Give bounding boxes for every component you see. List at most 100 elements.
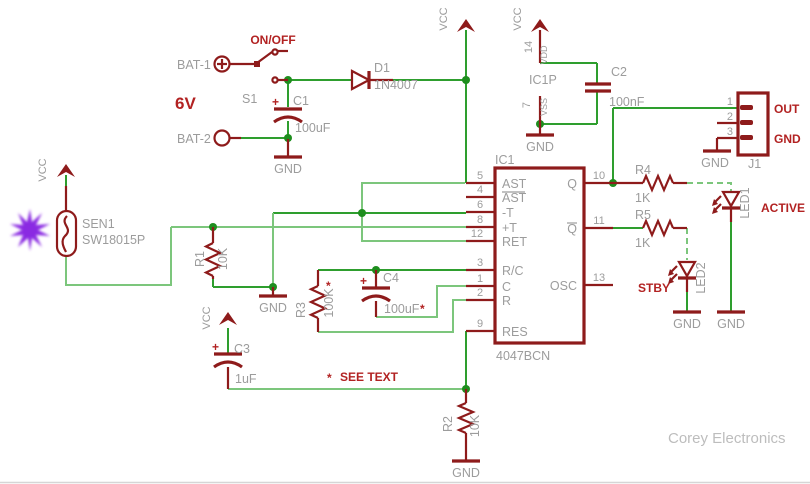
r3-value: 100K [322, 288, 336, 318]
note-asterisk: * [327, 371, 332, 385]
gnd-label: GND [452, 466, 480, 480]
ic1-part: 4047BCN [496, 349, 550, 363]
resistor-r1: R1 10K [193, 227, 230, 279]
battery-bat1: BAT-1 [177, 55, 254, 73]
note-text: SEE TEXT [340, 370, 399, 384]
j1-pin3-number: 3 [727, 126, 733, 138]
c1-ref: C1 [293, 94, 309, 108]
battery-bat2: BAT-2 [177, 129, 241, 147]
r5-value: 1K [635, 236, 651, 250]
diode-d1: D1 1N4007 [350, 61, 418, 92]
vcc-label: VCC [201, 306, 213, 329]
ic1-pin-name-c: C [502, 280, 511, 294]
ic1-pin-name-qbar: Q [567, 222, 577, 236]
ic1-pin-name-ret: RET [502, 235, 527, 249]
r3-ref: R3 [294, 302, 308, 318]
switch-pivot [254, 61, 260, 67]
ic1-pin-number: 8 [477, 214, 483, 226]
ic1-pin-number: 2 [477, 287, 483, 299]
ic1-pin-number: 1 [477, 273, 483, 285]
ic1-pin-name-rc: R/C [502, 264, 524, 278]
ic1-ref: IC1 [495, 153, 515, 167]
j1-ref: J1 [748, 157, 761, 171]
ic1p-vss: VSS [539, 98, 549, 116]
r2-value: 10K [468, 414, 482, 437]
gnd-label: GND [259, 301, 287, 315]
c2-ref: C2 [611, 65, 627, 79]
gnd-label: GND [701, 156, 729, 170]
ic1-pin-number: 11 [593, 215, 604, 227]
bat2-label: BAT-2 [177, 132, 211, 146]
led1-ref: LED1 [738, 187, 752, 218]
connector-j1: 1 2 3 OUT GND GND J1 [701, 91, 801, 171]
ic1p-pin14: 14 [523, 41, 535, 53]
ic1-pin-number: 6 [477, 199, 483, 211]
ic1-pin-name-plust: +T [502, 221, 517, 235]
vcc-symbol-ic1p: VCC [512, 7, 549, 32]
ic1p-ref: IC1P [529, 73, 557, 87]
vcc-label: VCC [438, 7, 450, 30]
credit-text: Corey Electronics [668, 430, 786, 447]
sensor-sen1: SEN1 SW18015P [10, 209, 145, 258]
c3-plus: + [212, 340, 219, 354]
net-wires [65, 30, 738, 390]
switch-s1: ON/OFF S1 [242, 33, 296, 106]
j1-gnd-label: GND [774, 132, 801, 146]
led1-active-label: ACTIVE [761, 201, 805, 215]
r1-value: 10K [216, 247, 230, 270]
sensor-body [55, 209, 78, 258]
ic1-pin-name-osc: OSC [550, 279, 577, 293]
vcc-label: VCC [512, 7, 524, 30]
c4-ref: C4 [383, 271, 399, 285]
capacitor-c1: + C1 100uF [272, 94, 331, 135]
ic1-left-pin-stubs [466, 181, 495, 333]
resistor-r2: GND R2 10K [441, 389, 482, 480]
c4-note-asterisk: * [420, 302, 425, 316]
gnd-label: GND [526, 140, 554, 154]
vcc-symbol-main: VCC [438, 7, 475, 32]
vcc-symbol-c3: VCC [201, 306, 237, 330]
j1-out-label: OUT [774, 102, 800, 116]
led2: LED2 STBY GND [638, 260, 708, 331]
r1-ref: R1 [193, 251, 207, 267]
ic1-pin-name-res: RES [502, 325, 528, 339]
r5-ref: R5 [635, 208, 651, 222]
ic1-pin-number: 5 [477, 170, 483, 182]
ic1-pin-number: 12 [471, 228, 483, 240]
d1-ref: D1 [374, 61, 390, 75]
switch-onoff-label: ON/OFF [250, 33, 295, 47]
vcc-label: VCC [37, 158, 49, 181]
c2-value: 100nF [609, 95, 645, 109]
gnd-label: GND [673, 317, 701, 331]
ic1-pin-name-minust: -T [502, 206, 514, 220]
r3-note-asterisk: * [326, 279, 331, 293]
ic1-pin-name-astbar: AST [502, 191, 527, 205]
led1: LED1 ACTIVE GND [712, 187, 805, 331]
c1-plus: + [272, 95, 279, 109]
d1-value: 1N4007 [374, 78, 418, 92]
ic1p-pin7: 7 [521, 102, 533, 108]
resistor-r3: R3 100K * [294, 270, 336, 332]
spark-starburst [10, 209, 50, 251]
gnd-symbol-r1: GND [259, 287, 287, 315]
led2-stby-label: STBY [638, 281, 670, 295]
resistor-r4: R4 1K [613, 163, 687, 205]
r4-ref: R4 [635, 163, 651, 177]
ic1-pin-number: 9 [477, 318, 483, 330]
switch-ref: S1 [242, 92, 257, 106]
r2-ref: R2 [441, 416, 455, 432]
ic1-pin-name-r: R [502, 294, 511, 308]
ic1-pin-number: 4 [477, 184, 483, 196]
ic1-pin-number: 10 [593, 170, 605, 182]
ic1-pin-name-ast: AST [502, 177, 527, 191]
ic1-pin-number: 13 [593, 272, 605, 284]
r4-value: 1K [635, 191, 651, 205]
battery-voltage: 6V [175, 94, 196, 113]
c3-value: 1uF [235, 372, 257, 386]
sensor-ref: SEN1 [82, 217, 115, 231]
gnd-label: GND [274, 162, 302, 176]
resistor-r5: R5 1K [635, 208, 687, 250]
bat2-terminal [213, 129, 231, 147]
capacitor-c3: + C3 1uF [212, 340, 257, 389]
